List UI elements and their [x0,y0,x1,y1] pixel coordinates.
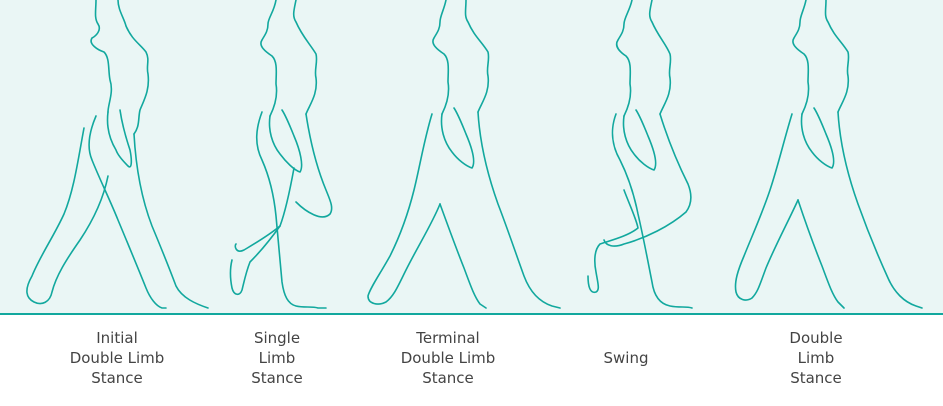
phase-label-line: Limb [202,348,352,368]
figure-double-limb-stance [735,0,922,308]
figure-initial-double-limb-stance [27,0,208,308]
phase-label-line: Terminal [373,328,523,348]
phase-label-line: Double Limb [373,348,523,368]
walking-figures [0,0,943,314]
phase-label-line: Swing [551,348,701,368]
figure-swing [588,0,692,308]
figure-terminal-double-limb-stance [368,0,560,308]
phase-label-initial-double-limb-stance: Initial Double Limb Stance [42,328,192,388]
figure-single-limb-stance [231,0,332,308]
phase-label-line: Single [202,328,352,348]
phase-label-line: Double [741,328,891,348]
phase-label-line: Double Limb [42,348,192,368]
ground-line [0,313,943,315]
phase-label-line: Stance [741,368,891,388]
phase-label-line: Stance [202,368,352,388]
phase-label-single-limb-stance: Single Limb Stance [202,328,352,388]
phase-label-terminal-double-limb-stance: Terminal Double Limb Stance [373,328,523,388]
phase-label-line: Stance [42,368,192,388]
phase-label-line: Limb [741,348,891,368]
phase-label-line: Initial [42,328,192,348]
phase-label-double-limb-stance: Double Limb Stance [741,328,891,388]
phase-label-line: Stance [373,368,523,388]
phase-label-swing: Swing [551,328,701,368]
